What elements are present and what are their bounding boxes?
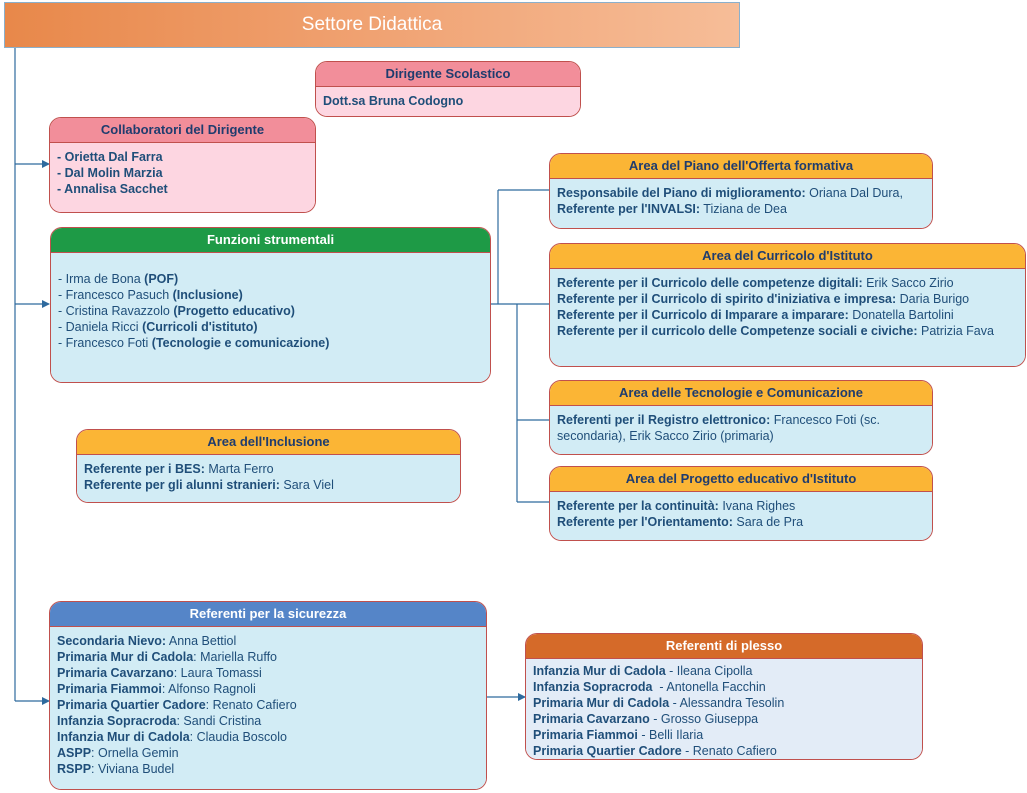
list-item: Referenti per il Registro elettronico: F… bbox=[557, 413, 880, 443]
list-item: Primaria Mur di Cadola: Mariella Ruffo bbox=[57, 650, 277, 664]
list-item: Infanzia Sopracroda - Antonella Facchin bbox=[533, 680, 766, 694]
list-item: - Irma de Bona (POF) bbox=[58, 272, 179, 286]
list-item: Referente per il curricolo delle Compete… bbox=[557, 324, 994, 338]
list-item: Infanzia Mur di Cadola - Ileana Cipolla bbox=[533, 664, 753, 678]
list-item: - Francesco Pasuch (Inclusione) bbox=[58, 288, 243, 302]
list-item: Referente per il Curricolo di Imparare a… bbox=[557, 308, 954, 322]
tecnologie-header: Area delle Tecnologie e Comunicazione bbox=[550, 381, 932, 406]
list-item: Referente per gli alunni stranieri: Sara… bbox=[84, 478, 334, 492]
list-item: - Orietta Dal Farra bbox=[57, 150, 163, 164]
dirigente-box: Dirigente Scolastico Dott.sa Bruna Codog… bbox=[315, 61, 581, 117]
curricolo-header: Area del Curricolo d'Istituto bbox=[550, 244, 1025, 269]
list-item: - Cristina Ravazzolo (Progetto educativo… bbox=[58, 304, 295, 318]
list-item: Primaria Cavarzano - Grosso Giuseppa bbox=[533, 712, 759, 726]
list-item: Referente per la continuità: Ivana Righe… bbox=[557, 499, 796, 513]
sicurezza-box: Referenti per la sicurezza Secondaria Ni… bbox=[49, 601, 487, 790]
list-item: Referente per l'INVALSI: Tiziana de Dea bbox=[557, 202, 787, 216]
curricolo-box: Area del Curricolo d'Istituto Referente … bbox=[549, 243, 1026, 367]
plesso-header: Referenti di plesso bbox=[526, 634, 922, 659]
list-item: Referente per il Curricolo delle compete… bbox=[557, 276, 954, 290]
list-item: Primaria Fiammoi - Belli Ilaria bbox=[533, 728, 704, 742]
list-item: Primaria Fiammoi: Alfonso Ragnoli bbox=[57, 682, 256, 696]
list-item: Referente per il Curricolo di spirito d'… bbox=[557, 292, 970, 306]
list-item: Infanzia Sopracroda: Sandi Cristina bbox=[57, 714, 262, 728]
list-item: - Daniela Ricci (Curricoli d'istituto) bbox=[58, 320, 258, 334]
plesso-box: Referenti di plesso Infanzia Mur di Cado… bbox=[525, 633, 923, 760]
dirigente-name: Dott.sa Bruna Codogno bbox=[323, 94, 464, 108]
progetto-header: Area del Progetto educativo d'Istituto bbox=[550, 467, 932, 492]
list-item: Responsabile del Piano di miglioramento:… bbox=[557, 186, 903, 200]
collaboratori-header: Collaboratori del Dirigente bbox=[50, 118, 315, 143]
list-item: ASPP: Ornella Gemin bbox=[57, 746, 179, 760]
progetto-box: Area del Progetto educativo d'Istituto R… bbox=[549, 466, 933, 541]
list-item: Referente per l'Orientamento: Sara de Pr… bbox=[557, 515, 804, 529]
pof-box: Area del Piano dell'Offerta formativa Re… bbox=[549, 153, 933, 229]
list-item: - Francesco Foti (Tecnologie e comunicaz… bbox=[58, 336, 330, 350]
list-item: Primaria Mur di Cadola - Alessandra Teso… bbox=[533, 696, 785, 710]
list-item: RSPP: Viviana Budel bbox=[57, 762, 175, 776]
list-item: Primaria Cavarzano: Laura Tomassi bbox=[57, 666, 262, 680]
list-item: Primaria Quartier Cadore - Renato Cafier… bbox=[533, 744, 777, 758]
funzioni-header: Funzioni strumentali bbox=[51, 228, 490, 253]
collaboratori-box: Collaboratori del Dirigente - Orietta Da… bbox=[49, 117, 316, 213]
list-item: - Annalisa Sacchet bbox=[57, 182, 168, 196]
page-title: Settore Didattica bbox=[4, 2, 740, 48]
sicurezza-header: Referenti per la sicurezza bbox=[50, 602, 486, 627]
list-item: Primaria Quartier Cadore: Renato Cafiero bbox=[57, 698, 297, 712]
list-item: - Dal Molin Marzia bbox=[57, 166, 163, 180]
inclusione-box: Area dell'Inclusione Referente per i BES… bbox=[76, 429, 461, 503]
pof-header: Area del Piano dell'Offerta formativa bbox=[550, 154, 932, 179]
funzioni-box: Funzioni strumentali - Irma de Bona (POF… bbox=[50, 227, 491, 383]
tecnologie-box: Area delle Tecnologie e Comunicazione Re… bbox=[549, 380, 933, 455]
list-item: Infanzia Mur di Cadola: Claudia Boscolo bbox=[57, 730, 287, 744]
dirigente-header: Dirigente Scolastico bbox=[316, 62, 580, 87]
list-item: Referente per i BES: Marta Ferro bbox=[84, 462, 274, 476]
list-item: Secondaria Nievo: Anna Bettiol bbox=[57, 634, 237, 648]
inclusione-header: Area dell'Inclusione bbox=[77, 430, 460, 455]
